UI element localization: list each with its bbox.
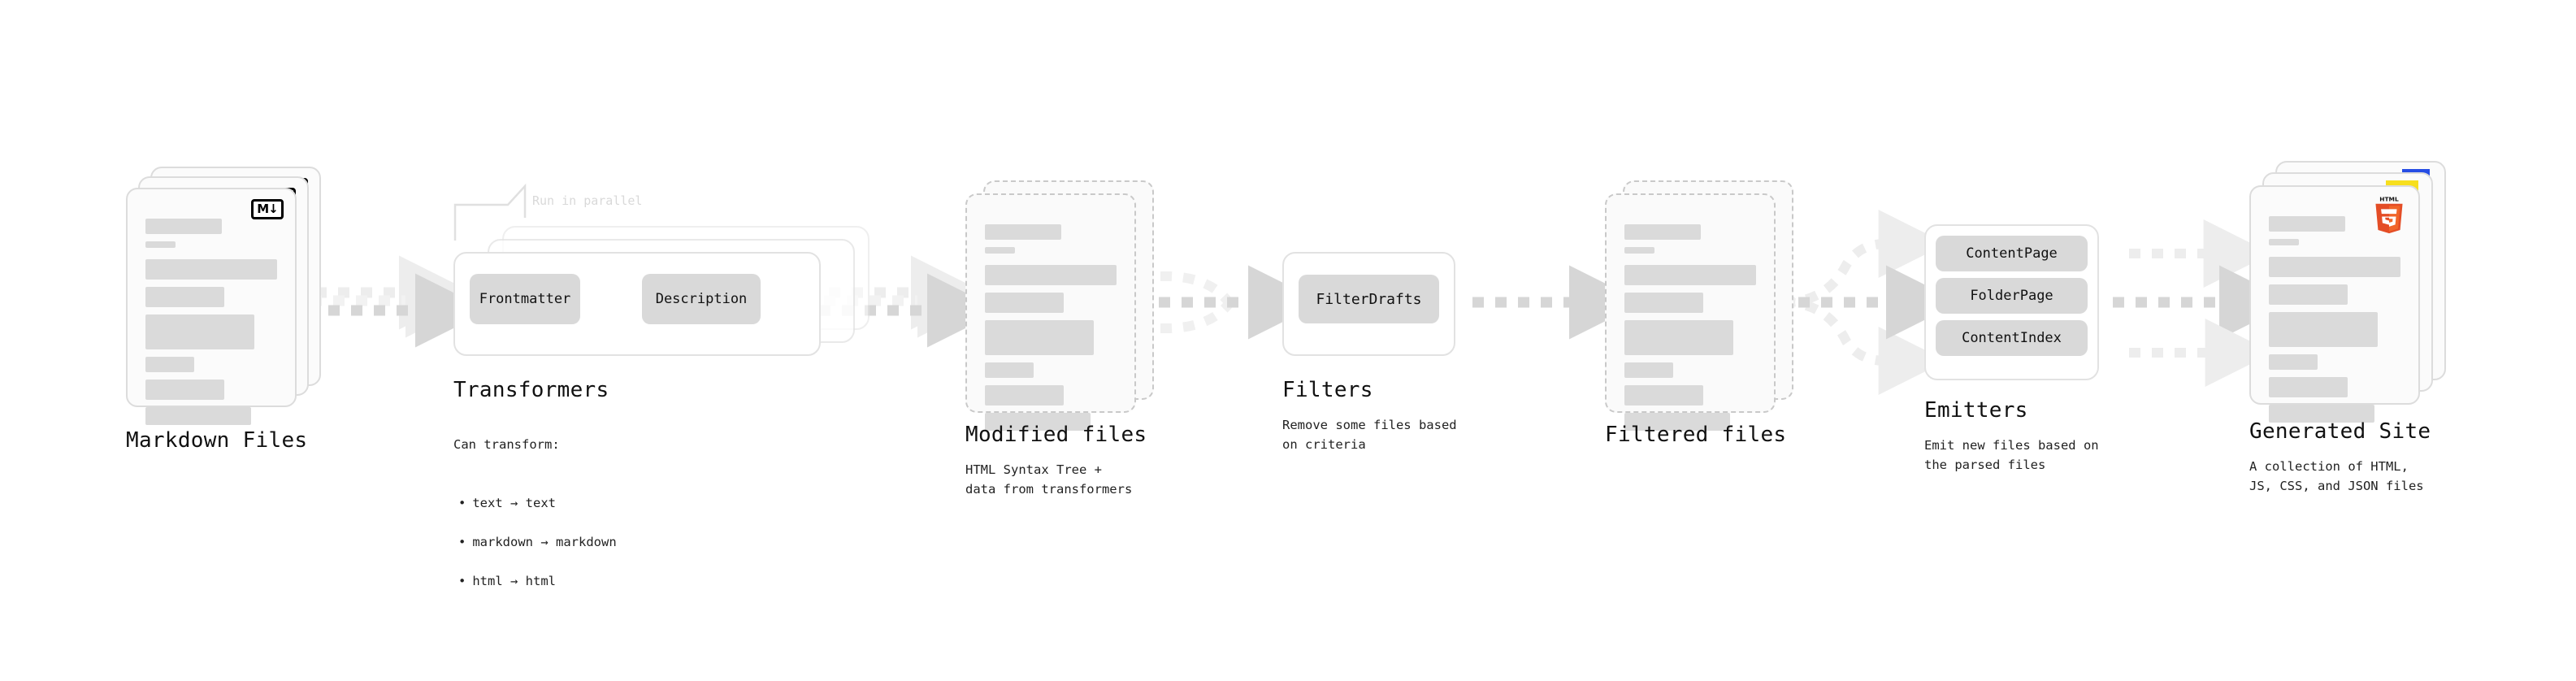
stage-title: Modified files: [965, 423, 1147, 447]
skeleton-line: [1624, 385, 1704, 406]
site-file-card-front[interactable]: HTML: [2249, 185, 2420, 423]
skeleton-line: [985, 265, 1117, 285]
skeleton-line: [985, 413, 1091, 431]
skeleton-line: [2269, 377, 2348, 397]
modified-file-card-front[interactable]: [965, 193, 1136, 431]
stage-title: Filters: [1282, 378, 1373, 402]
label-markdown-files: Markdown Files: [126, 428, 307, 466]
skeleton-lines: [2269, 216, 2400, 430]
stage-desc: HTML Syntax Tree + data from transformer…: [965, 462, 1133, 497]
skeleton-line: [1624, 320, 1734, 355]
skeleton-line: [985, 293, 1065, 313]
skeleton-line: [2269, 354, 2318, 370]
label-filtered-files: Filtered files: [1605, 423, 1786, 460]
skeleton-lines: [145, 219, 277, 432]
skeleton-line: [1624, 413, 1730, 431]
emitter-pill-contentpage[interactable]: ContentPage: [1936, 236, 2088, 271]
markdown-file-card-front[interactable]: M↓: [126, 188, 297, 425]
stage-title: Generated Site: [2249, 419, 2431, 444]
connector-emitters-to-site: [2113, 219, 2293, 387]
skeleton-line: [2269, 405, 2374, 423]
skeleton-line: [2269, 239, 2300, 245]
skeleton-line: [985, 247, 1016, 254]
transform-bullet: text → text: [453, 493, 617, 513]
skeleton-line: [985, 362, 1034, 378]
label-filters: Filters Remove some files based on crite…: [1282, 378, 1457, 454]
skeleton-line: [1624, 293, 1704, 313]
skeleton-line: [2269, 284, 2348, 305]
transformer-pill-frontmatter[interactable]: Frontmatter: [470, 274, 580, 324]
skeleton-line: [145, 380, 225, 400]
svg-text:HTML: HTML: [2379, 195, 2399, 202]
skeleton-line: [2269, 312, 2379, 347]
markdown-icon: M↓: [251, 199, 284, 219]
skeleton-line: [985, 385, 1065, 406]
stage-desc: Can transform: text → text markdown → ma…: [453, 415, 617, 630]
connector-md-to-transformers: [306, 255, 489, 348]
skeleton-line: [985, 320, 1095, 355]
stage-title: Filtered files: [1605, 423, 1787, 447]
label-modified-files: Modified files HTML Syntax Tree + data f…: [965, 423, 1147, 499]
skeleton-lines: [985, 224, 1117, 438]
skeleton-line: [985, 224, 1061, 240]
transform-desc-head: Can transform:: [453, 437, 560, 453]
stage-title: Emitters: [1924, 398, 2028, 423]
skeleton-line: [1624, 265, 1756, 285]
transform-bullet-list: text → text markdown → markdown html → h…: [453, 474, 617, 610]
label-transformers: Transformers Can transform: text → text …: [453, 378, 617, 630]
filtered-file-card-front[interactable]: [1605, 193, 1776, 431]
stage-desc: Remove some files based on criteria: [1282, 418, 1457, 453]
stage-desc: A collection of HTML, JS, CSS, and JSON …: [2249, 459, 2424, 494]
skeleton-line: [145, 357, 194, 372]
skeleton-line: [1624, 224, 1701, 240]
transformer-pill-description[interactable]: Description: [642, 274, 761, 324]
label-emitters: Emitters Emit new files based on the par…: [1924, 398, 2099, 475]
skeleton-line: [2269, 216, 2345, 232]
skeleton-line: [1624, 247, 1655, 254]
emitter-pill-contentindex[interactable]: ContentIndex: [1936, 320, 2088, 356]
stage-desc: Emit new files based on the parsed files: [1924, 438, 2099, 473]
skeleton-line: [145, 314, 255, 349]
transform-bullet: markdown → markdown: [453, 532, 616, 552]
emitter-pill-folderpage[interactable]: FolderPage: [1936, 278, 2088, 314]
run-in-parallel-label: Run in parallel: [532, 193, 643, 208]
skeleton-line: [2269, 257, 2400, 277]
stage-title: Markdown Files: [126, 428, 308, 453]
filter-pill-filterdrafts[interactable]: FilterDrafts: [1299, 275, 1439, 323]
stage-title: Transformers: [453, 378, 609, 402]
skeleton-line: [1624, 362, 1673, 378]
skeleton-lines: [1624, 224, 1756, 438]
transform-bullet: html → html: [453, 571, 617, 591]
connector-modified-to-filters: [1136, 265, 1322, 340]
skeleton-line: [145, 241, 176, 248]
skeleton-line: [145, 219, 222, 234]
skeleton-line: [145, 287, 225, 307]
skeleton-line: [145, 259, 277, 280]
html5-icon: HTML: [2371, 195, 2407, 234]
skeleton-line: [145, 407, 251, 425]
label-generated-site: Generated Site A collection of HTML, JS,…: [2249, 419, 2431, 496]
